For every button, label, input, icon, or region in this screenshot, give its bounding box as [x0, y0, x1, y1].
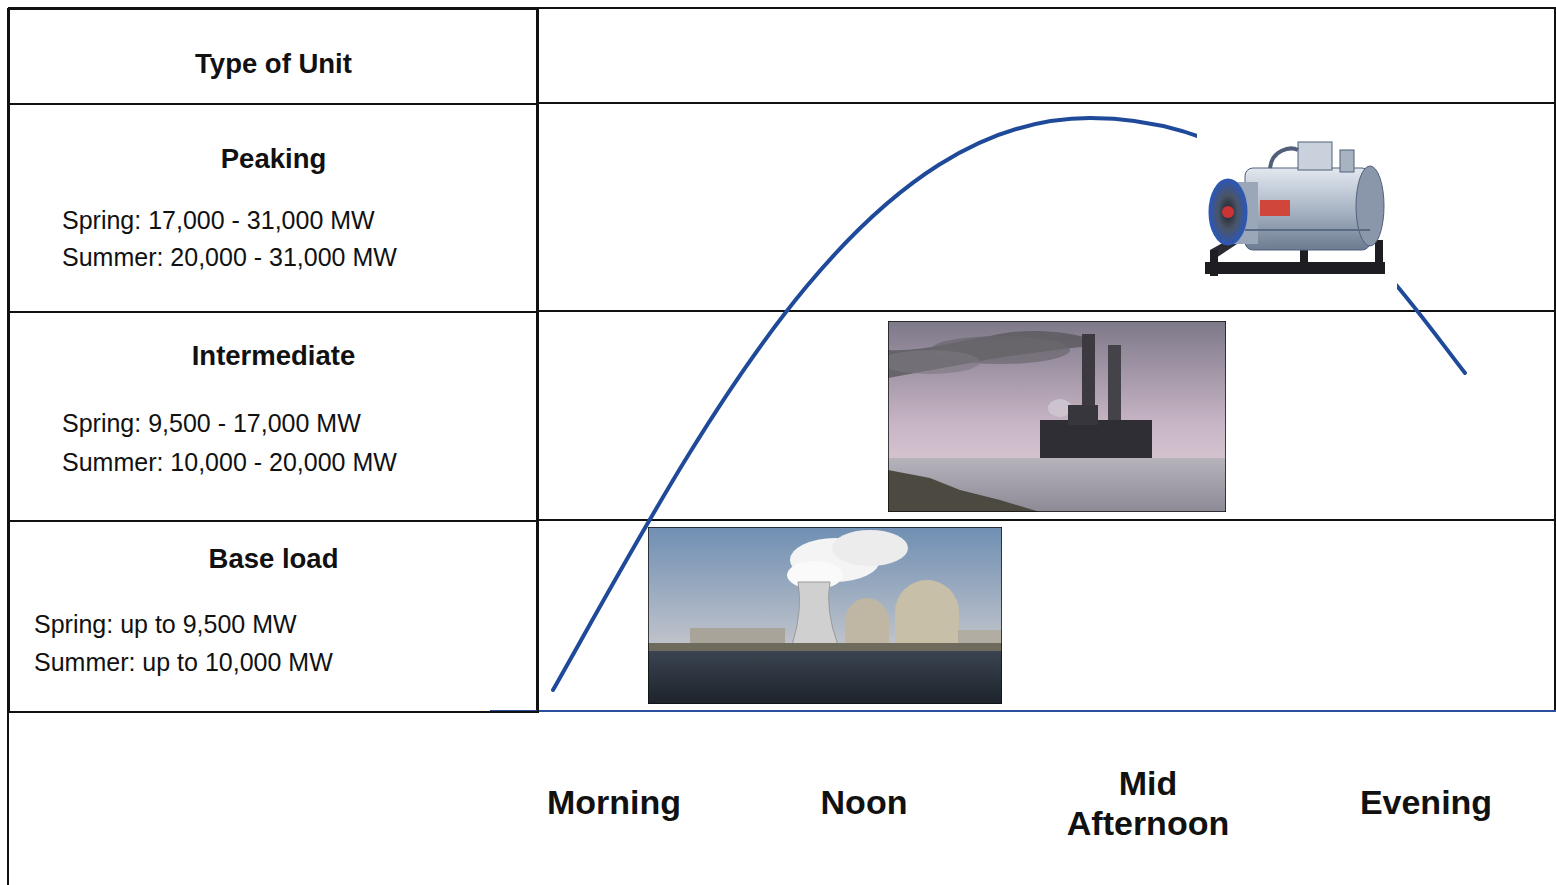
capacity-range: Spring: 9,500 - 17,000 MW [62, 405, 361, 441]
air-inlet [1210, 180, 1246, 244]
capacity-range: Summer: 20,000 - 31,000 MW [62, 239, 397, 275]
capacity-range: Summer: up to 10,000 MW [34, 644, 333, 680]
time-of-day-label: Mid Afternoon [1043, 763, 1253, 843]
time-of-day-label: Noon [734, 782, 994, 822]
reactor-dome [845, 598, 889, 645]
unit-type-heading: Type of Unit [10, 46, 537, 82]
unit-type-cell: PeakingSpring: 17,000 - 31,000 MWSummer:… [8, 103, 539, 313]
water [888, 458, 1226, 512]
capacity-range: Spring: 17,000 - 31,000 MW [62, 202, 375, 238]
unit-type-cell: IntermediateSpring: 9,500 - 17,000 MWSum… [8, 311, 539, 522]
time-axis [490, 710, 1556, 712]
skid-leg [1210, 250, 1218, 276]
smoke [888, 350, 980, 374]
unit-type-heading: Intermediate [10, 338, 537, 374]
pipe [1340, 150, 1354, 172]
grid-line [537, 310, 1556, 312]
plant-building [1040, 420, 1152, 460]
picture-frame [648, 527, 1002, 704]
water [648, 651, 1002, 704]
turbine-casing [1245, 168, 1370, 250]
sky [648, 527, 1002, 704]
steam [832, 530, 908, 566]
unit-type-cell: Base loadSpring: up to 9,500 MWSummer: u… [8, 520, 539, 713]
reactor-dome [895, 580, 959, 645]
picture-frame [888, 321, 1226, 512]
header-cell: Type of Unit [8, 8, 539, 105]
fitting [1260, 200, 1290, 216]
time-of-day-label: Morning [484, 782, 744, 822]
capacity-range: Spring: up to 9,500 MW [34, 606, 297, 642]
grid-line [537, 102, 1556, 104]
nuclear-plant-picture [648, 527, 1002, 704]
pipe [1270, 149, 1298, 168]
time-of-day-label: Evening [1296, 782, 1556, 822]
picture-ground [1197, 126, 1397, 302]
skid-rail [1205, 262, 1385, 274]
plant-building [1068, 405, 1098, 425]
casing-seam [1245, 229, 1370, 231]
unit-type-heading: Base load [10, 541, 537, 577]
inlet-hub [1222, 206, 1234, 218]
gas-turbine-picture [1197, 126, 1397, 302]
coal-plant-picture [888, 321, 1226, 512]
cooling-tower [792, 582, 838, 645]
grid-line [537, 519, 1556, 521]
unit-type-heading: Peaking [10, 141, 537, 177]
sky [888, 321, 1226, 512]
shore [648, 643, 1002, 651]
skid-leg [1375, 240, 1383, 274]
combustor [1298, 142, 1332, 170]
grass [888, 470, 1040, 512]
capacity-range: Summer: 10,000 - 20,000 MW [62, 444, 397, 480]
turbine-end [1356, 166, 1384, 246]
grid-line [1554, 8, 1556, 711]
table-grid [8, 8, 1556, 885]
